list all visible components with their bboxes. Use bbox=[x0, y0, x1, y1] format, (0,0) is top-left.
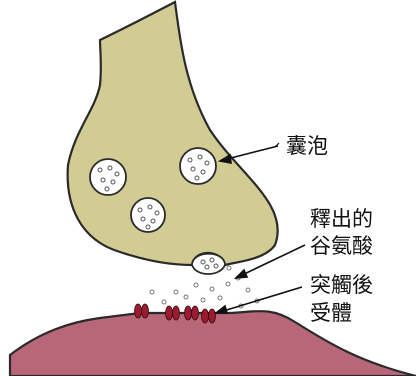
vesicle-3 bbox=[131, 198, 165, 232]
released-glutamate-label-line1: 釋出的 bbox=[310, 207, 373, 231]
vesicle-1 bbox=[90, 159, 126, 195]
fusing-vesicle bbox=[192, 254, 225, 274]
vesicle-label: 囊泡 bbox=[286, 134, 328, 158]
postsynaptic-receptor-label-line2: 受體 bbox=[310, 301, 352, 325]
released-glutamate-label-line2: 谷氨酸 bbox=[310, 234, 373, 258]
vesicle-2 bbox=[180, 148, 216, 184]
postsynaptic-receptor-label-line1: 突觸後 bbox=[310, 273, 373, 297]
presynaptic-terminal bbox=[68, 2, 278, 265]
